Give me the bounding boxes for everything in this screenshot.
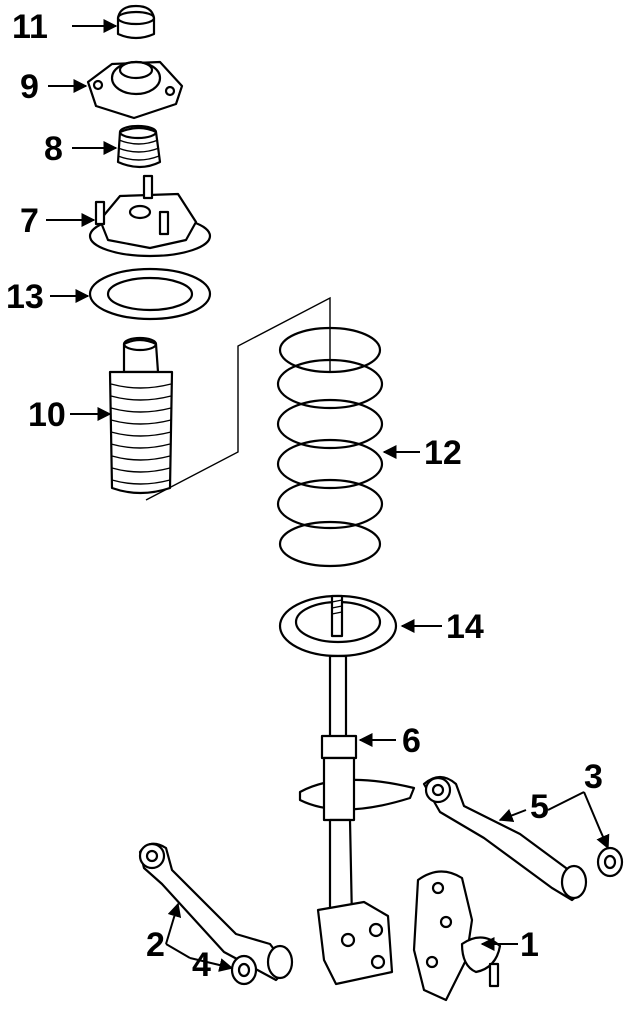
part-4-bushing <box>230 954 258 986</box>
leader-lines <box>46 19 610 972</box>
callout-13: 13 <box>6 278 44 316</box>
part-5-control-arm <box>422 775 588 902</box>
callout-6: 6 <box>402 722 421 760</box>
part-6-strut <box>298 654 416 986</box>
part-9-upper-mount <box>86 60 184 120</box>
callout-12: 12 <box>424 434 462 472</box>
part-2-lower-arm <box>138 842 294 982</box>
part-11-dust-cap <box>116 4 156 40</box>
callout-3: 3 <box>584 758 603 796</box>
part-13-seat-ring <box>88 267 212 321</box>
callout-7: 7 <box>20 202 39 240</box>
part-3-bushing <box>596 846 624 878</box>
part-7-mounting-plate <box>88 174 212 258</box>
part-12-coil-spring <box>276 326 384 568</box>
callout-14: 14 <box>446 608 484 646</box>
callout-1: 1 <box>520 926 539 964</box>
callout-11: 11 <box>12 8 48 46</box>
callout-10: 10 <box>28 396 66 434</box>
callout-9: 9 <box>20 68 39 106</box>
part-10-dust-boot <box>108 336 174 495</box>
part-1-knuckle-ball-joint <box>412 870 502 1002</box>
part-14-lower-spring-seat <box>278 594 398 658</box>
callout-2: 2 <box>146 926 165 964</box>
callout-8: 8 <box>44 130 63 168</box>
assembly-guide-line <box>145 296 331 501</box>
part-8-bump-stop <box>116 124 162 169</box>
callout-4: 4 <box>192 946 211 984</box>
callout-5: 5 <box>530 788 549 826</box>
